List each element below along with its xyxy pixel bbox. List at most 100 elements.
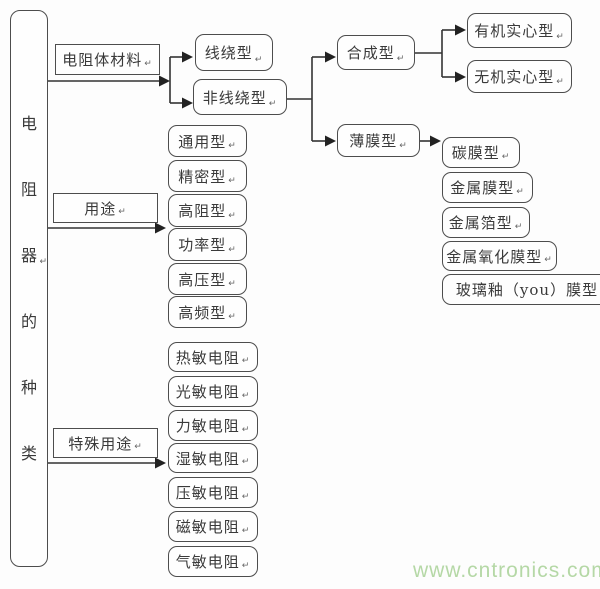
return-mark-icon: ↵ — [514, 222, 524, 232]
return-mark-icon: ↵ — [241, 425, 251, 435]
return-mark-icon: ↵ — [399, 141, 408, 151]
arrowhead-icon — [155, 457, 166, 469]
node-gas-sensitive: 气敏电阻↵ — [168, 546, 258, 577]
node-label: 用途 — [84, 199, 117, 218]
arrowhead-icon — [159, 75, 170, 87]
node-label: 有机实心型 — [474, 22, 555, 40]
node-label: 热敏电阻 — [175, 348, 240, 367]
node-label: 湿敏电阻 — [175, 449, 240, 468]
node-label: 功率型 — [178, 236, 227, 254]
root-char: 种 — [20, 377, 37, 397]
node-label: 磁敏电阻 — [175, 518, 240, 536]
node-material: 电阻体材料↵ — [55, 44, 160, 75]
root-char: 阻 — [20, 179, 37, 199]
return-mark-icon: ↵ — [241, 457, 251, 467]
return-mark-icon: ↵ — [134, 442, 143, 452]
return-mark-icon: ↵ — [241, 526, 251, 536]
node-precision: 精密型↵ — [168, 160, 247, 192]
node-label: 力敏电阻 — [175, 417, 240, 435]
node-high-voltage: 高压型↵ — [168, 263, 247, 295]
return-mark-icon: ↵ — [39, 256, 47, 267]
arrowhead-icon — [455, 24, 466, 36]
node-metal-film: 金属膜型↵ — [442, 172, 533, 203]
arrowhead-icon — [325, 135, 336, 147]
connector-strokes — [48, 29, 456, 464]
node-varistor: 压敏电阻↵ — [168, 477, 258, 508]
arrowhead-icon — [155, 222, 166, 234]
node-label: 薄膜型 — [349, 132, 398, 150]
node-label: 特殊用途 — [68, 434, 133, 453]
return-mark-icon: ↵ — [118, 207, 127, 217]
node-label: 通用型 — [178, 132, 227, 151]
node-inorganic-solid: 无机实心型↵ — [467, 60, 572, 93]
node-magnetoresistor: 磁敏电阻↵ — [168, 511, 258, 542]
node-general-purpose: 通用型↵ — [168, 125, 247, 157]
root-char: 的 — [20, 311, 37, 331]
return-mark-icon: ↵ — [228, 312, 237, 322]
node-label: 高频型 — [178, 303, 227, 322]
node-thin-film: 薄膜型↵ — [337, 124, 420, 157]
node-glass-glaze-film: 玻璃釉（you）膜型 — [442, 274, 600, 305]
watermark: www.cntronics.com — [413, 559, 600, 582]
return-mark-icon: ↵ — [228, 245, 237, 255]
return-mark-icon: ↵ — [241, 492, 251, 502]
node-high-resistance: 高阻型↵ — [168, 194, 247, 227]
node-label: 线绕型 — [204, 44, 253, 62]
root-node-resistor-types: 电 阻 器↵ 的 种 类 — [10, 10, 48, 567]
arrowhead-icon — [182, 97, 193, 109]
return-mark-icon: ↵ — [228, 211, 237, 221]
node-label: 无机实心型 — [474, 68, 555, 86]
node-force-sensitive: 力敏电阻↵ — [168, 410, 258, 441]
arrowhead-icon — [325, 51, 336, 63]
arrowhead-icon — [430, 135, 441, 147]
arrowhead-icon — [182, 51, 193, 63]
return-mark-icon: ↵ — [268, 99, 278, 109]
return-mark-icon: ↵ — [228, 279, 237, 289]
return-mark-icon: ↵ — [228, 176, 237, 186]
node-label: 电阻体材料 — [62, 51, 143, 69]
node-label: 合成型 — [346, 44, 395, 62]
node-label: 高压型 — [178, 270, 227, 289]
return-mark-icon: ↵ — [144, 59, 153, 69]
node-metal-foil: 金属箔型↵ — [442, 207, 530, 238]
node-carbon-film: 碳膜型↵ — [442, 137, 520, 168]
root-char: 器↵ — [20, 245, 47, 267]
return-mark-icon: ↵ — [241, 356, 251, 366]
node-power: 功率型↵ — [168, 228, 247, 261]
node-label: 金属箔型 — [448, 214, 513, 232]
return-mark-icon: ↵ — [396, 54, 406, 64]
node-use: 用途↵ — [53, 193, 158, 223]
node-label: 光敏电阻 — [175, 383, 240, 401]
node-high-frequency: 高频型↵ — [168, 296, 247, 328]
node-photoresistor: 光敏电阻↵ — [168, 376, 258, 407]
node-label: 金属膜型 — [450, 179, 515, 197]
node-special-use: 特殊用途↵ — [53, 428, 158, 458]
arrowheads — [155, 24, 466, 469]
node-label: 气敏电阻 — [175, 553, 240, 571]
node-label: 压敏电阻 — [175, 484, 240, 502]
node-label: 玻璃釉（you）膜型 — [455, 281, 599, 299]
return-mark-icon: ↵ — [501, 152, 511, 162]
root-char: 电 — [20, 113, 37, 133]
node-label: 金属氧化膜型 — [446, 247, 543, 266]
node-organic-solid: 有机实心型↵ — [467, 13, 572, 48]
node-metal-oxide-film: 金属氧化膜型↵ — [442, 241, 557, 271]
return-mark-icon: ↵ — [556, 32, 565, 42]
node-label: 非线绕型 — [202, 88, 267, 107]
node-thermistor: 热敏电阻↵ — [168, 342, 258, 372]
return-mark-icon: ↵ — [241, 561, 251, 571]
node-label: 高阻型 — [178, 202, 227, 220]
node-label: 碳膜型 — [451, 144, 500, 162]
root-char: 类 — [20, 443, 37, 463]
arrowhead-icon — [455, 71, 466, 83]
return-mark-icon: ↵ — [516, 187, 525, 197]
return-mark-icon: ↵ — [228, 141, 237, 151]
return-mark-icon: ↵ — [544, 255, 553, 265]
node-wirewound: 线绕型↵ — [195, 34, 273, 71]
node-label: 精密型 — [178, 167, 227, 186]
return-mark-icon: ↵ — [556, 77, 565, 87]
node-non-wirewound: 非线绕型↵ — [193, 79, 287, 115]
return-mark-icon: ↵ — [254, 55, 264, 65]
